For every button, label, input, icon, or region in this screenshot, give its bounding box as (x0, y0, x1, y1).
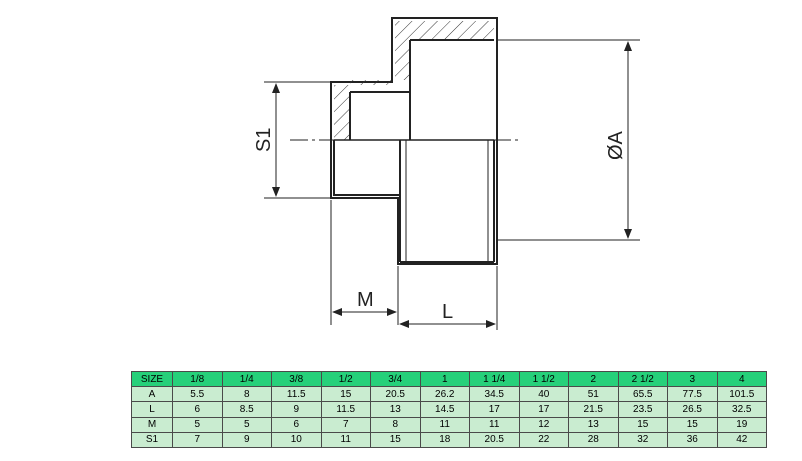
section-hatch (334, 21, 494, 140)
row-label-cell: SIZE (131, 370, 173, 388)
table-cell: 21.5 (568, 401, 619, 418)
table-cell: 20.5 (469, 431, 520, 449)
table-cell: 18 (419, 431, 470, 449)
table-cell: 3/8 (271, 370, 322, 388)
fitting-technical-drawing: S1 ØA M L (253, 17, 640, 330)
table-cell: 6 (172, 401, 223, 418)
table-cell: 1/8 (172, 370, 223, 388)
table-cell: 4 (716, 370, 767, 388)
table-cell: 5 (221, 416, 272, 433)
table-cell: 28 (568, 431, 619, 449)
table-cell: 65.5 (617, 386, 668, 403)
fitting-body (330, 17, 498, 265)
table-cell: 15 (370, 431, 421, 449)
phi-a-dimension (497, 39, 640, 241)
table-cell: 9 (221, 431, 272, 449)
l-dimension (399, 266, 498, 330)
row-label-cell: A (131, 386, 173, 403)
table-cell: 3 (667, 370, 718, 388)
table-cell: 22 (518, 431, 569, 449)
table-cell: 36 (667, 431, 718, 449)
m-dimension (330, 200, 399, 325)
table-cell: 1 (419, 370, 470, 388)
table-cell: 1/2 (320, 370, 371, 388)
table-cell: 10 (271, 431, 322, 449)
table-cell: 8 (221, 386, 272, 403)
table-cell: 51 (568, 386, 619, 403)
table-cell: 1 1/2 (518, 370, 569, 388)
table-cell: 20.5 (370, 386, 421, 403)
table-cell: 23.5 (617, 401, 668, 418)
table-cell: 32 (617, 431, 668, 449)
table-cell: 7 (320, 416, 371, 433)
table-cell: 11 (419, 416, 470, 433)
table-cell: 5 (172, 416, 223, 433)
table-cell: 17 (518, 401, 569, 418)
table-cell: 34.5 (469, 386, 520, 403)
table-cell: 5.5 (172, 386, 223, 403)
table-cell: 19 (716, 416, 767, 433)
table-cell: 101.5 (716, 386, 767, 403)
row-label-cell: L (131, 401, 173, 418)
row-label-cell: S1 (131, 431, 173, 449)
table-cell: 6 (271, 416, 322, 433)
table-cell: 13 (568, 416, 619, 433)
table-cell: 8 (370, 416, 421, 433)
table-cell: 11 (320, 431, 371, 449)
section-hatch-bore (334, 92, 350, 140)
table-cell: 11.5 (320, 401, 371, 418)
table-cell: 11 (469, 416, 520, 433)
table-cell: 15 (320, 386, 371, 403)
table-cell: 77.5 (667, 386, 718, 403)
table-cell: 9 (271, 401, 322, 418)
table-cell: 2 1/2 (617, 370, 668, 388)
m-label: M (357, 289, 374, 311)
l-label: L (442, 301, 453, 323)
table-cell: 1 1/4 (469, 370, 520, 388)
phi-a-label: ØA (605, 130, 627, 160)
table-cell: 14.5 (419, 401, 470, 418)
row-label-cell: M (131, 416, 173, 433)
table-cell: 8.5 (221, 401, 272, 418)
table-cell: 32.5 (716, 401, 767, 418)
table-cell: 2 (568, 370, 619, 388)
s1-label: S1 (253, 128, 275, 152)
table-cell: 26.5 (667, 401, 718, 418)
table-cell: 26.2 (419, 386, 470, 403)
table-cell: 15 (617, 416, 668, 433)
table-cell: 3/4 (370, 370, 421, 388)
table-cell: 7 (172, 431, 223, 449)
table-cell: 1/4 (221, 370, 272, 388)
table-cell: 13 (370, 401, 421, 418)
table-cell: 17 (469, 401, 520, 418)
table-cell: 42 (716, 431, 767, 449)
table-cell: 15 (667, 416, 718, 433)
s1-dimension (264, 81, 331, 199)
table-cell: 12 (518, 416, 569, 433)
table-cell: 11.5 (271, 386, 322, 403)
table-cell: 40 (518, 386, 569, 403)
